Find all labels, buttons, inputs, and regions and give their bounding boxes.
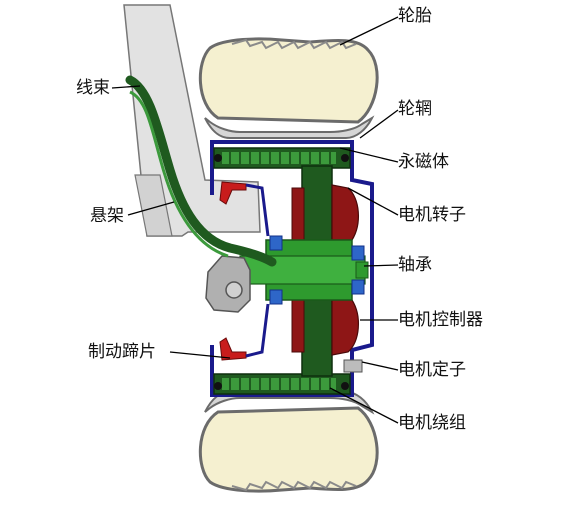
- wiring-harness-cable: [125, 75, 277, 267]
- winding-lower-slots: [229, 378, 331, 390]
- leader-permanent-magnet: [339, 147, 399, 163]
- leader-wiring-harness: [111, 85, 141, 89]
- leader-tire: [339, 16, 399, 46]
- label-wiring-harness: 线束: [76, 78, 110, 98]
- stator-fastener: [343, 359, 363, 373]
- brake-pad-lower: [219, 337, 247, 361]
- leader-brake-pad: [169, 351, 231, 359]
- bolt-lower-left: [214, 382, 222, 390]
- leader-lines: [111, 16, 399, 424]
- brake-shield: [245, 183, 270, 358]
- bearing-right-lower: [351, 279, 365, 295]
- label-motor-rotor: 电机转子: [398, 205, 466, 225]
- leader-motor-stator: [361, 361, 399, 371]
- leader-rim: [359, 109, 399, 139]
- brake-pad-upper: [219, 181, 247, 205]
- leader-suspension: [127, 201, 175, 216]
- label-permanent-magnet: 永磁体: [398, 152, 449, 172]
- label-suspension: 悬架: [90, 206, 124, 226]
- motor-housing: [210, 140, 374, 397]
- leader-motor-rotor: [347, 187, 399, 216]
- bearing-left-lower: [269, 289, 283, 305]
- bolt-upper-left: [214, 154, 222, 162]
- label-tire: 轮胎: [398, 6, 432, 26]
- axle-cap: [355, 261, 369, 279]
- label-motor-controller: 电机控制器: [398, 310, 483, 330]
- bearing-right-upper: [351, 245, 365, 261]
- tire-lower: [198, 406, 379, 493]
- winding-upper-slots: [229, 152, 331, 164]
- rotor-lower: [331, 299, 359, 356]
- suspension-lower-bracket: [134, 174, 173, 237]
- leader-bearing: [363, 264, 399, 267]
- tire-lower-tread: [231, 480, 357, 492]
- tire-upper: [198, 37, 379, 124]
- controller-upper: [291, 187, 305, 241]
- rotor-upper: [331, 184, 359, 241]
- label-motor-winding: 电机绕组: [398, 413, 466, 433]
- tire-upper-tread: [231, 38, 357, 50]
- label-motor-stator: 电机定子: [398, 360, 466, 380]
- wiring-harness-strand: [129, 90, 229, 258]
- rim-upper: [204, 115, 375, 139]
- label-bearing: 轴承: [398, 255, 432, 275]
- label-rim: 轮辋: [398, 99, 432, 119]
- bolt-upper-right: [341, 154, 349, 162]
- caliper-knob: [225, 281, 243, 299]
- controller-lower: [291, 299, 305, 353]
- bolt-lower-right: [341, 382, 349, 390]
- bearing-left-upper: [269, 235, 283, 251]
- leader-motor-winding: [329, 387, 399, 424]
- label-brake-pad: 制动蹄片: [88, 342, 156, 362]
